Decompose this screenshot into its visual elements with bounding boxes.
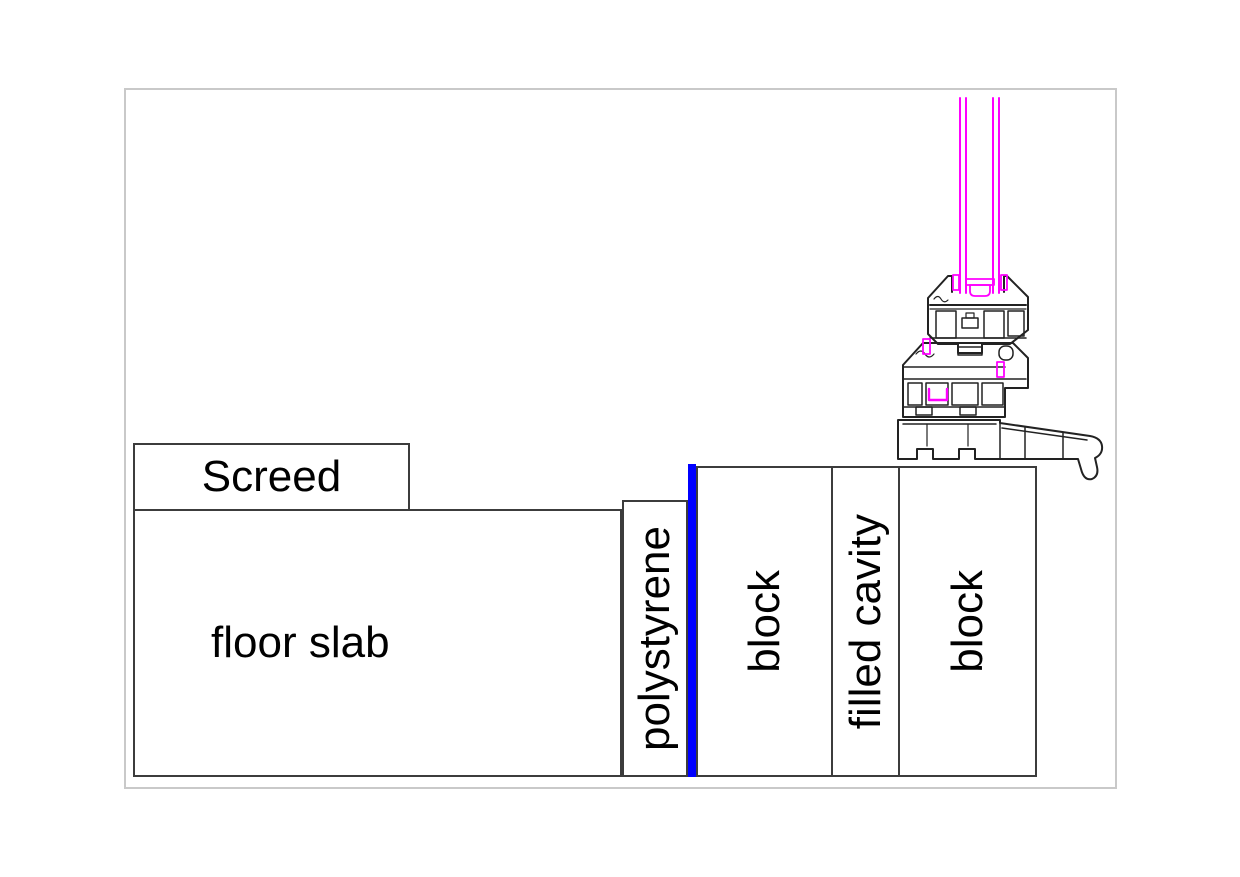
block-inner-label: block (739, 570, 789, 673)
window-frame-profile (902, 342, 1029, 418)
block-outer-label: block (942, 570, 992, 673)
screed-box: Screed (133, 443, 410, 511)
floor-slab-box: floor slab (133, 509, 622, 777)
floor-slab-label: floor slab (211, 618, 390, 667)
insulation-marker-strip (688, 464, 696, 777)
window-sill-profile (897, 419, 1104, 481)
window-sash-profile (927, 275, 1029, 354)
polystyrene-box: polystyrene (622, 500, 688, 777)
filled-cavity-box: filled cavity (831, 466, 900, 777)
glazing-gaskets (922, 274, 1008, 402)
block-inner-box: block (696, 466, 833, 777)
glazing-unit (959, 97, 1000, 294)
screed-label: Screed (201, 452, 342, 501)
sheet-border (124, 88, 1117, 789)
block-outer-box: block (898, 466, 1037, 777)
polystyrene-label: polystyrene (630, 525, 679, 751)
window-section-drawing (897, 97, 1104, 481)
filled-cavity-label: filled cavity (840, 513, 890, 730)
